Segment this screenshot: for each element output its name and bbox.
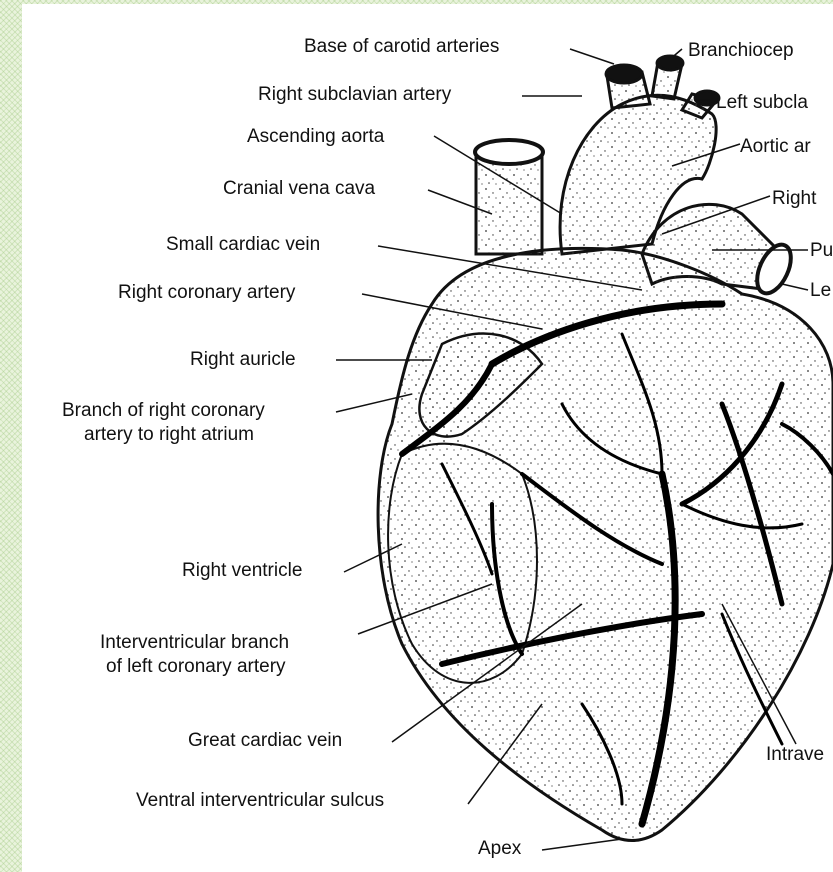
label-brachiocephalic: Branchiocep (688, 40, 794, 62)
label-right-partial: Right (772, 188, 816, 210)
label-left-subclavian: Left subcla (716, 92, 808, 114)
label-right-coronary: Right coronary artery (118, 282, 295, 304)
label-branch-rca-1: Branch of right coronary (62, 400, 265, 422)
label-great-cardiac-vein: Great cardiac vein (188, 730, 342, 752)
vena-cava-opening (475, 140, 543, 164)
label-branch-rca-2: artery to right atrium (84, 424, 254, 446)
label-intraventricular-partial: Intrave (766, 744, 824, 766)
label-right-ventricle: Right ventricle (182, 560, 302, 582)
label-aortic-arch: Aortic ar (740, 136, 811, 158)
label-pulmonary-partial: Pu (810, 240, 833, 262)
diagram-frame: Base of carotid arteries Right subclavia… (22, 4, 833, 872)
label-ascending-aorta: Ascending aorta (247, 126, 384, 148)
label-right-subclavian: Right subclavian artery (258, 84, 451, 106)
label-interventricular-2: of left coronary artery (106, 656, 286, 678)
label-ventral-sulcus: Ventral interventricular sulcus (136, 790, 384, 812)
label-left-partial: Le (810, 280, 831, 302)
label-right-auricle: Right auricle (190, 349, 296, 371)
label-apex: Apex (478, 838, 521, 860)
label-interventricular-1: Interventricular branch (100, 632, 289, 654)
label-cranial-vena-cava: Cranial vena cava (223, 178, 375, 200)
label-base-carotid: Base of carotid arteries (304, 36, 499, 58)
label-small-cardiac-vein: Small cardiac vein (166, 234, 320, 256)
